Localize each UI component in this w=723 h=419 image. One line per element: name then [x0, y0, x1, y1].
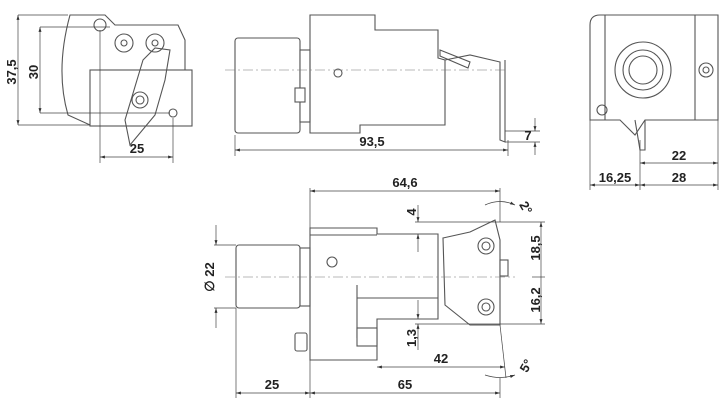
dim-64-6-label: 64,6	[392, 175, 417, 190]
dim-93-5-label: 93,5	[359, 134, 384, 149]
front-view: 37,5 30 25	[4, 14, 193, 163]
dim-1-3-label: 1,3	[404, 329, 419, 347]
end-view: 22 16,25 28	[589, 14, 719, 190]
dim-16-25-label: 16,25	[599, 170, 632, 185]
top-view: 64,6 4 2° 18,5 16,2 ∅ 22 1,3 42 5° 25 65	[202, 175, 545, 398]
dim-7-label: 7	[524, 128, 531, 143]
dim-28-label: 28	[672, 170, 686, 185]
dim-65-label: 65	[398, 377, 412, 392]
dim-diameter-22-label: ∅ 22	[202, 262, 217, 291]
dim-25-top-label: 25	[265, 377, 279, 392]
dim-16-2-label: 16,2	[528, 287, 543, 312]
dim-18-5-label: 18,5	[528, 235, 543, 260]
dim-22-label: 22	[672, 148, 686, 163]
dim-25-label: 25	[130, 141, 144, 156]
dim-angle-2-label: 2°	[516, 199, 535, 217]
dim-4-label: 4	[404, 208, 419, 216]
dim-angle-5-label: 5°	[516, 357, 535, 375]
side-view: 93,5 7	[225, 14, 540, 156]
dim-42-label: 42	[434, 351, 448, 366]
dim-30-label: 30	[26, 65, 41, 79]
dim-37-5-label: 37,5	[4, 59, 19, 84]
